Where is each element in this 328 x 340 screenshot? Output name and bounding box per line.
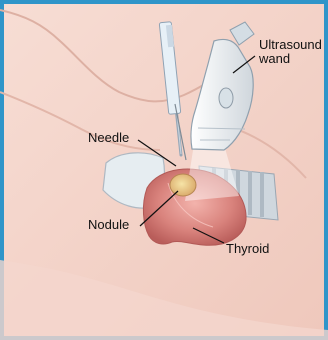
- ultrasound-label-line1: Ultrasound: [259, 37, 322, 52]
- thyroid-label: Thyroid: [226, 241, 269, 256]
- thyroid-nodule: [170, 174, 196, 196]
- ultrasound-label-line2: wand: [258, 51, 290, 66]
- nodule-label: Nodule: [88, 217, 129, 232]
- needle-label: Needle: [88, 130, 129, 145]
